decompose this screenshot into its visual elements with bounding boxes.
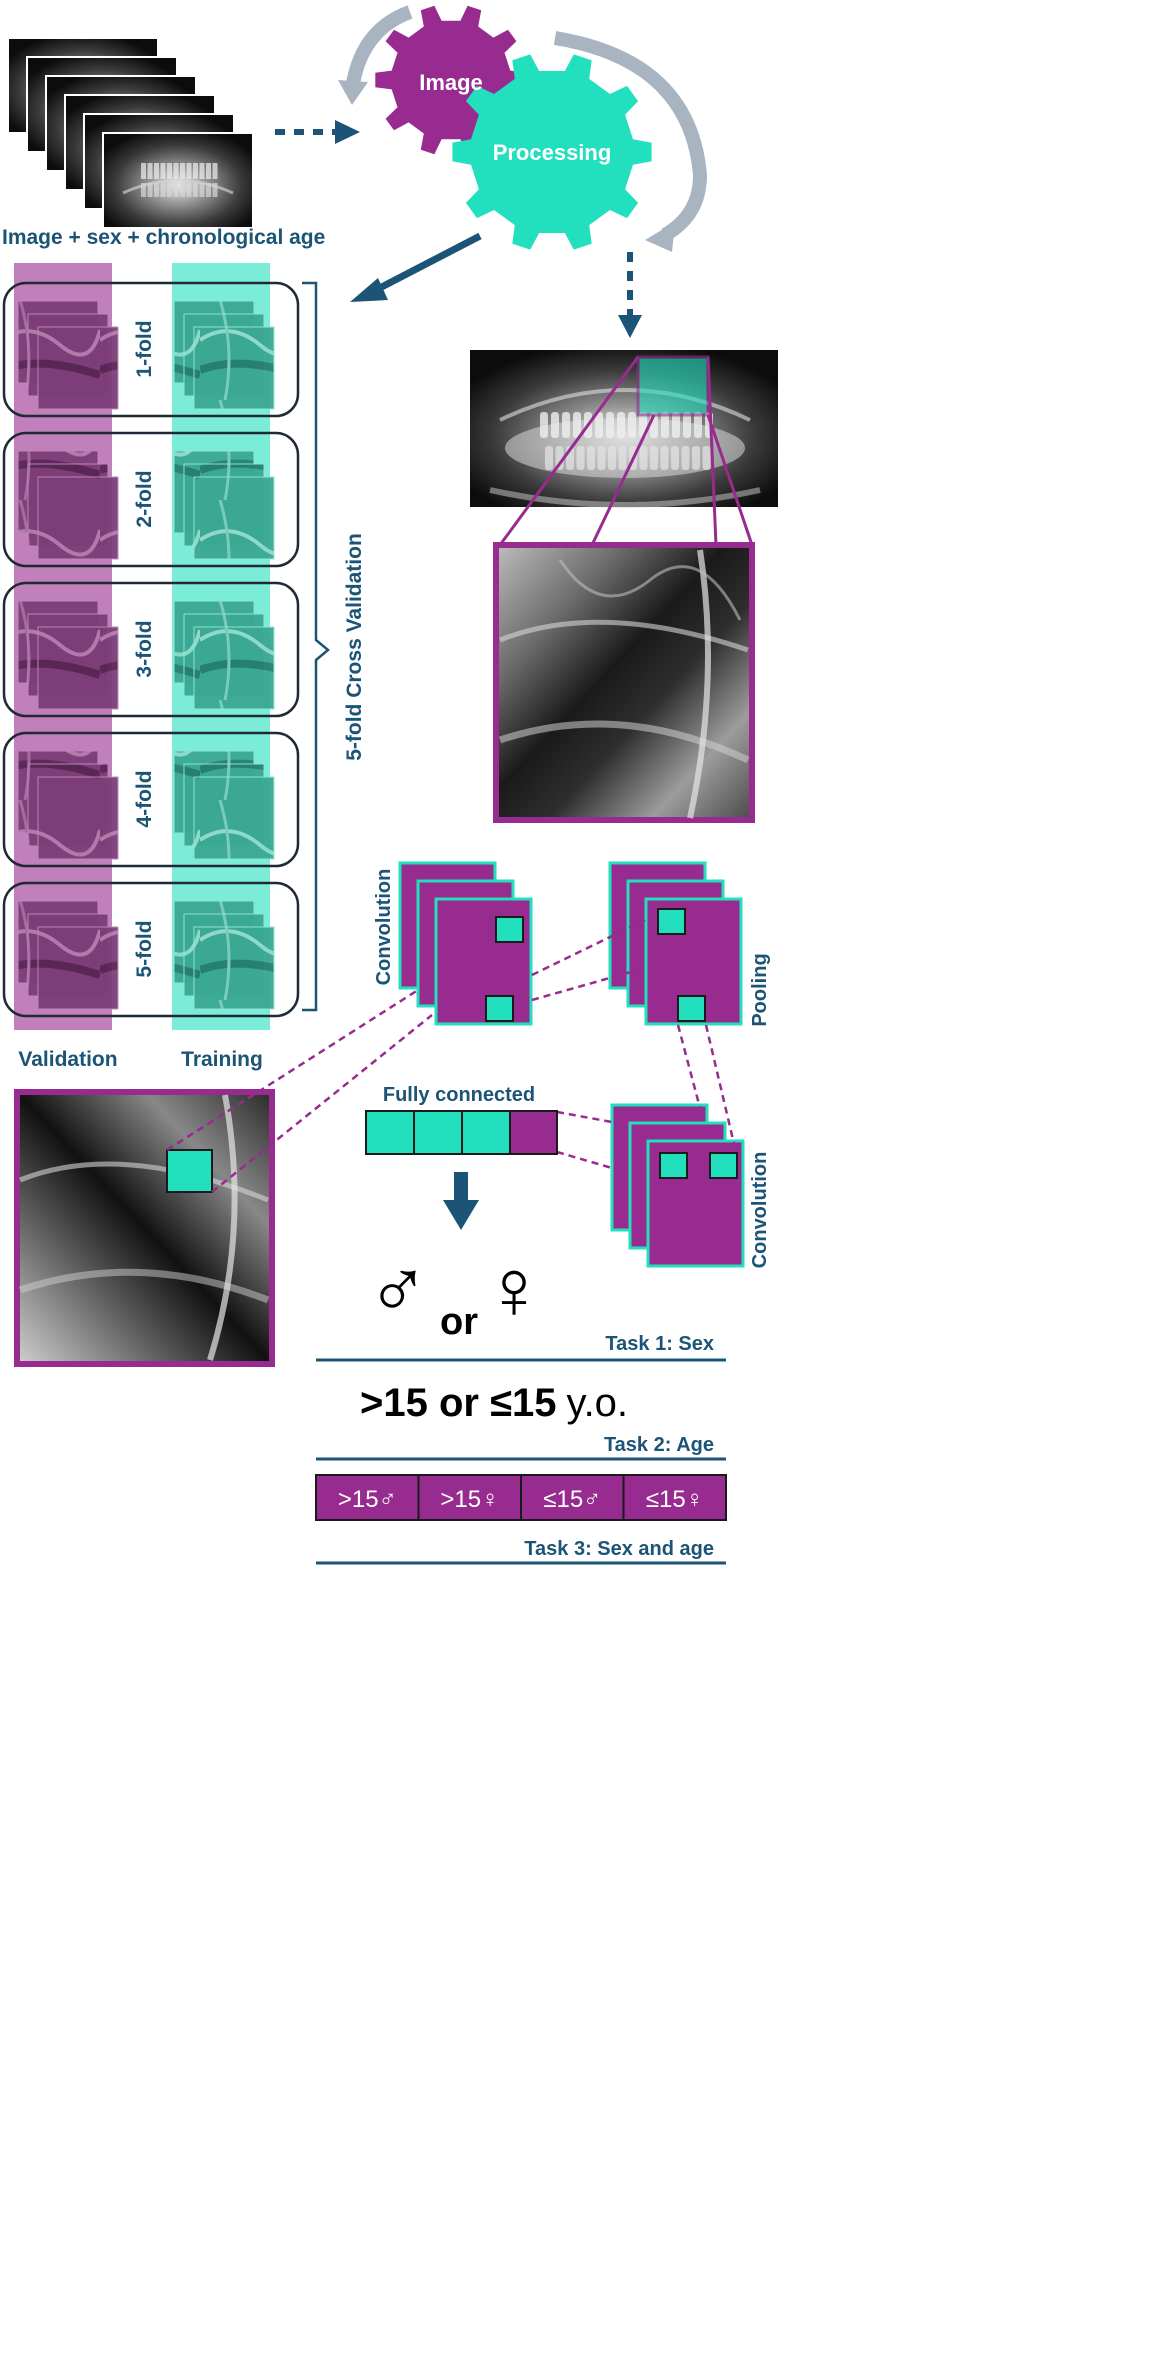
or-text: or [440,1301,478,1343]
validation-thumbnail [37,626,119,710]
conv-pool-link-2 [531,966,646,1002]
training-thumbnail [193,776,275,860]
kernel-patch [166,1149,213,1193]
output-arrow-shaft [454,1172,468,1200]
gear-processing-label: Processing [493,140,612,165]
task3-label: Task 3: Sex and age [524,1538,714,1560]
convolution-label-2: Convolution [749,1152,771,1269]
validation-thumbnail [37,926,119,1010]
zoom-line-far [706,414,754,546]
task3-cell-3: ≤15♂ [520,1474,625,1521]
training-thumbnail [193,326,275,410]
roi-highlight [636,355,710,417]
gear-image-label: Image [419,70,483,95]
conv-fc-link-2 [556,1150,613,1170]
stack-xray-6 [102,132,254,229]
roi-enlarged-xray [493,542,755,823]
output-arrow-head [443,1200,479,1230]
task3-cell-1: >15♂ [315,1474,420,1521]
conv-pool-link-1 [531,918,646,977]
fold-5: 5-fold [2,881,300,1018]
validation-thumbnail [37,776,119,860]
cv-title: 5-fold Cross Validation [343,533,366,761]
arrow-to-cross-validation [370,232,482,296]
validation-label: Validation [18,1048,117,1071]
fold-label: 2-fold [133,470,156,527]
training-thumbnail [193,476,275,560]
fold-frame [2,581,300,718]
task3-cell-label: ≤15♂ [543,1486,601,1513]
task3-cell-2: >15♀ [417,1474,522,1521]
task3-cells: >15♂ >15♀ ≤15♂ ≤15♀ [315,1474,727,1521]
fold-label: 5-fold [133,920,156,977]
fold-2: 2-fold [2,431,300,568]
kernel-square [677,995,706,1022]
kernel-square [495,916,524,943]
task1-label: Task 1: Sex [605,1333,714,1355]
input-caption: Image + sex + chronological age [2,226,325,249]
validation-thumbnail [37,476,119,560]
fold-3: 3-fold [2,581,300,718]
fold-frame [2,881,300,1018]
training-label: Training [181,1048,263,1071]
kernel-square [659,1152,688,1179]
age-text-bold: >15 or ≤15 [360,1381,557,1425]
feature-map [434,897,533,1026]
fold-label: 3-fold [133,620,156,677]
fold-frame [2,281,300,418]
fold-frame [2,731,300,868]
convolution-stack-1 [398,861,533,1026]
training-thumbnail [193,626,275,710]
fully-connected-layer [365,1110,558,1155]
fold-frame [2,431,300,568]
conv-fc-link-1 [556,1110,613,1124]
fold-label: 4-fold [133,770,156,827]
pooling-label: Pooling [749,953,771,1026]
task3-cell-label: >15♂ [338,1486,397,1513]
fold-label: 1-fold [133,320,156,377]
convolution-stack-2 [610,1103,745,1268]
input-patch-xray [14,1089,275,1367]
patch-link-1 [166,988,419,1152]
task3-cell-label: ≤15♀ [646,1486,704,1513]
age-text-unit: y.o. [567,1381,629,1425]
pooling-stack [608,861,743,1026]
fully-connected-label: Fully connected [383,1084,535,1106]
female-symbol: ♀ [483,1242,546,1336]
zoom-line-mid [590,414,656,546]
processing-gear [452,54,652,250]
task3-cell-4: ≤15♀ [622,1474,727,1521]
kernel-square [485,995,514,1022]
kernel-square [709,1152,738,1179]
validation-thumbnail [37,326,119,410]
input-xray-stack [7,37,254,229]
front-xray-teeth [141,163,218,197]
fold-1: 1-fold [2,281,300,418]
cv-brace [302,281,330,1012]
male-symbol: ♂ [367,1242,430,1336]
kernel-square [657,908,686,935]
zoom-line-right [706,356,718,546]
convolution-label-1: Convolution [373,869,395,986]
fold-4: 4-fold [2,731,300,868]
zoom-line-left [498,356,640,546]
pool-conv-link-1 [676,1024,702,1109]
gray-cycle-arrows [338,5,708,252]
pool-conv-link-2 [704,1024,737,1149]
task2-label: Task 2: Age [604,1434,714,1456]
dotted-arrow-head [335,120,360,144]
task3-cell-label: >15♀ [440,1486,499,1513]
training-thumbnail [193,926,275,1010]
